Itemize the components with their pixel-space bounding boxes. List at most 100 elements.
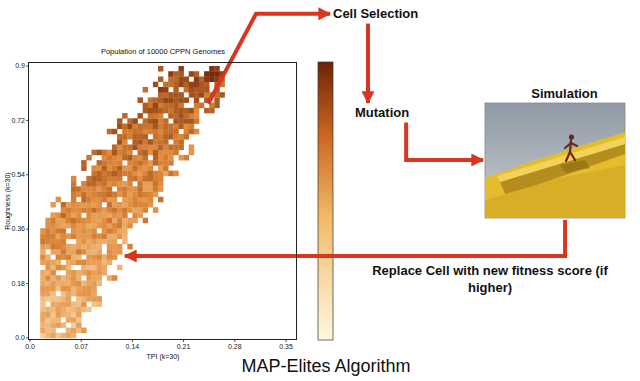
heatmap-cell — [45, 275, 50, 281]
heatmap-cell — [61, 286, 66, 292]
heatmap-cell — [76, 291, 81, 297]
heatmap-cell — [112, 218, 117, 224]
heatmap-cell — [138, 139, 143, 145]
heatmap-cell — [112, 129, 117, 135]
heatmap-cell — [40, 270, 45, 276]
heatmap-cell — [86, 197, 91, 203]
heatmap-cell — [66, 312, 71, 318]
heatmap-cell — [127, 202, 132, 208]
heatmap-cell — [158, 129, 163, 135]
heatmap-cell — [138, 165, 143, 171]
heatmap-cell — [214, 71, 219, 77]
heatmap-cell — [71, 223, 76, 229]
heatmap-cell — [204, 92, 209, 98]
heatmap-cell — [97, 218, 102, 224]
heatmap-cell — [56, 223, 61, 229]
heatmap-cell — [117, 150, 122, 156]
heatmap-cell — [194, 108, 199, 114]
heatmap-cell — [81, 307, 86, 313]
heatmap-cell — [117, 186, 122, 192]
flow-arrow — [208, 14, 330, 104]
heatmap-cell — [86, 218, 91, 224]
heatmap-cell — [168, 134, 173, 140]
heatmap-cell — [127, 165, 132, 171]
heatmap-cell — [158, 124, 163, 130]
heatmap-cell — [173, 87, 178, 93]
heatmap-cell — [97, 207, 102, 213]
heatmap-cell — [91, 192, 96, 198]
axis-ticks — [26, 66, 286, 342]
heatmap-cell — [148, 144, 153, 150]
heatmap-cell — [61, 228, 66, 234]
heatmap-cell — [40, 296, 45, 302]
heatmap-cell — [163, 155, 168, 161]
heatmap-cell — [122, 212, 127, 218]
heatmap-cell — [50, 218, 55, 224]
heatmap-cell — [153, 192, 158, 198]
heatmap-cell — [127, 150, 132, 156]
heatmap-cell — [122, 144, 127, 150]
heatmap-cell — [45, 286, 50, 292]
heatmap-cell — [107, 202, 112, 208]
heatmap-cell — [56, 333, 61, 339]
heatmap-cell — [86, 228, 91, 234]
heatmap-cell — [143, 124, 148, 130]
heatmap-cell — [71, 312, 76, 318]
heatmap-cell — [117, 244, 122, 250]
heatmap-cell — [86, 192, 91, 198]
heatmap-cell — [158, 186, 163, 192]
heatmap-cell — [194, 71, 199, 77]
heatmap-cell — [76, 280, 81, 286]
heatmap-cell — [71, 244, 76, 250]
heatmap-cell — [122, 239, 127, 245]
heatmap-cell — [50, 202, 55, 208]
heatmap-cell — [102, 197, 107, 203]
heatmap-cell — [40, 280, 45, 286]
heatmap-cell — [91, 181, 96, 187]
heatmap-cell — [66, 307, 71, 313]
heatmap-cell — [138, 134, 143, 140]
heatmap-cell — [163, 134, 168, 140]
heatmap-cell — [153, 207, 158, 213]
heatmap-cell — [158, 87, 163, 93]
heatmap-cell — [97, 176, 102, 182]
heatmap-cell — [40, 286, 45, 292]
heatmap-cell — [178, 108, 183, 114]
tick-label: 0.18 — [11, 280, 25, 288]
heatmap-cell — [50, 223, 55, 229]
heatmap-cell — [76, 218, 81, 224]
heatmap-cell — [91, 186, 96, 192]
heatmap-cell — [102, 160, 107, 166]
heatmap-cell — [45, 280, 50, 286]
heatmap-cell — [76, 202, 81, 208]
heatmap-cell — [143, 144, 148, 150]
heatmap-cell — [122, 223, 127, 229]
tick-label: 0.35 — [279, 343, 293, 351]
heatmap-cell — [189, 108, 194, 114]
heatmap-cell — [153, 139, 158, 145]
heatmap-cell — [158, 165, 163, 171]
heatmap-cell — [153, 186, 158, 192]
heatmap-cell — [97, 212, 102, 218]
heatmap-cell — [122, 186, 127, 192]
heatmap-cell — [86, 202, 91, 208]
heatmap-cell — [153, 181, 158, 187]
heatmap-cell — [112, 171, 117, 177]
heatmap-cell — [127, 176, 132, 182]
heatmap-cell — [168, 129, 173, 135]
heatmap-cell — [102, 265, 107, 271]
heatmap-cell — [102, 260, 107, 266]
heatmap-cell — [153, 97, 158, 103]
heatmap-cell — [86, 212, 91, 218]
heatmap-cell — [107, 150, 112, 156]
tick-label: 0.36 — [11, 225, 25, 233]
heatmap-cell — [214, 97, 219, 103]
heatmap-cell — [178, 66, 183, 72]
heatmap-cell — [117, 223, 122, 229]
heatmap-cell — [86, 296, 91, 302]
heatmap-cell — [71, 270, 76, 276]
heatmap-cell — [127, 207, 132, 213]
heatmap-cell — [56, 301, 61, 307]
heatmap-cell — [173, 82, 178, 88]
heatmap-cell — [138, 197, 143, 203]
